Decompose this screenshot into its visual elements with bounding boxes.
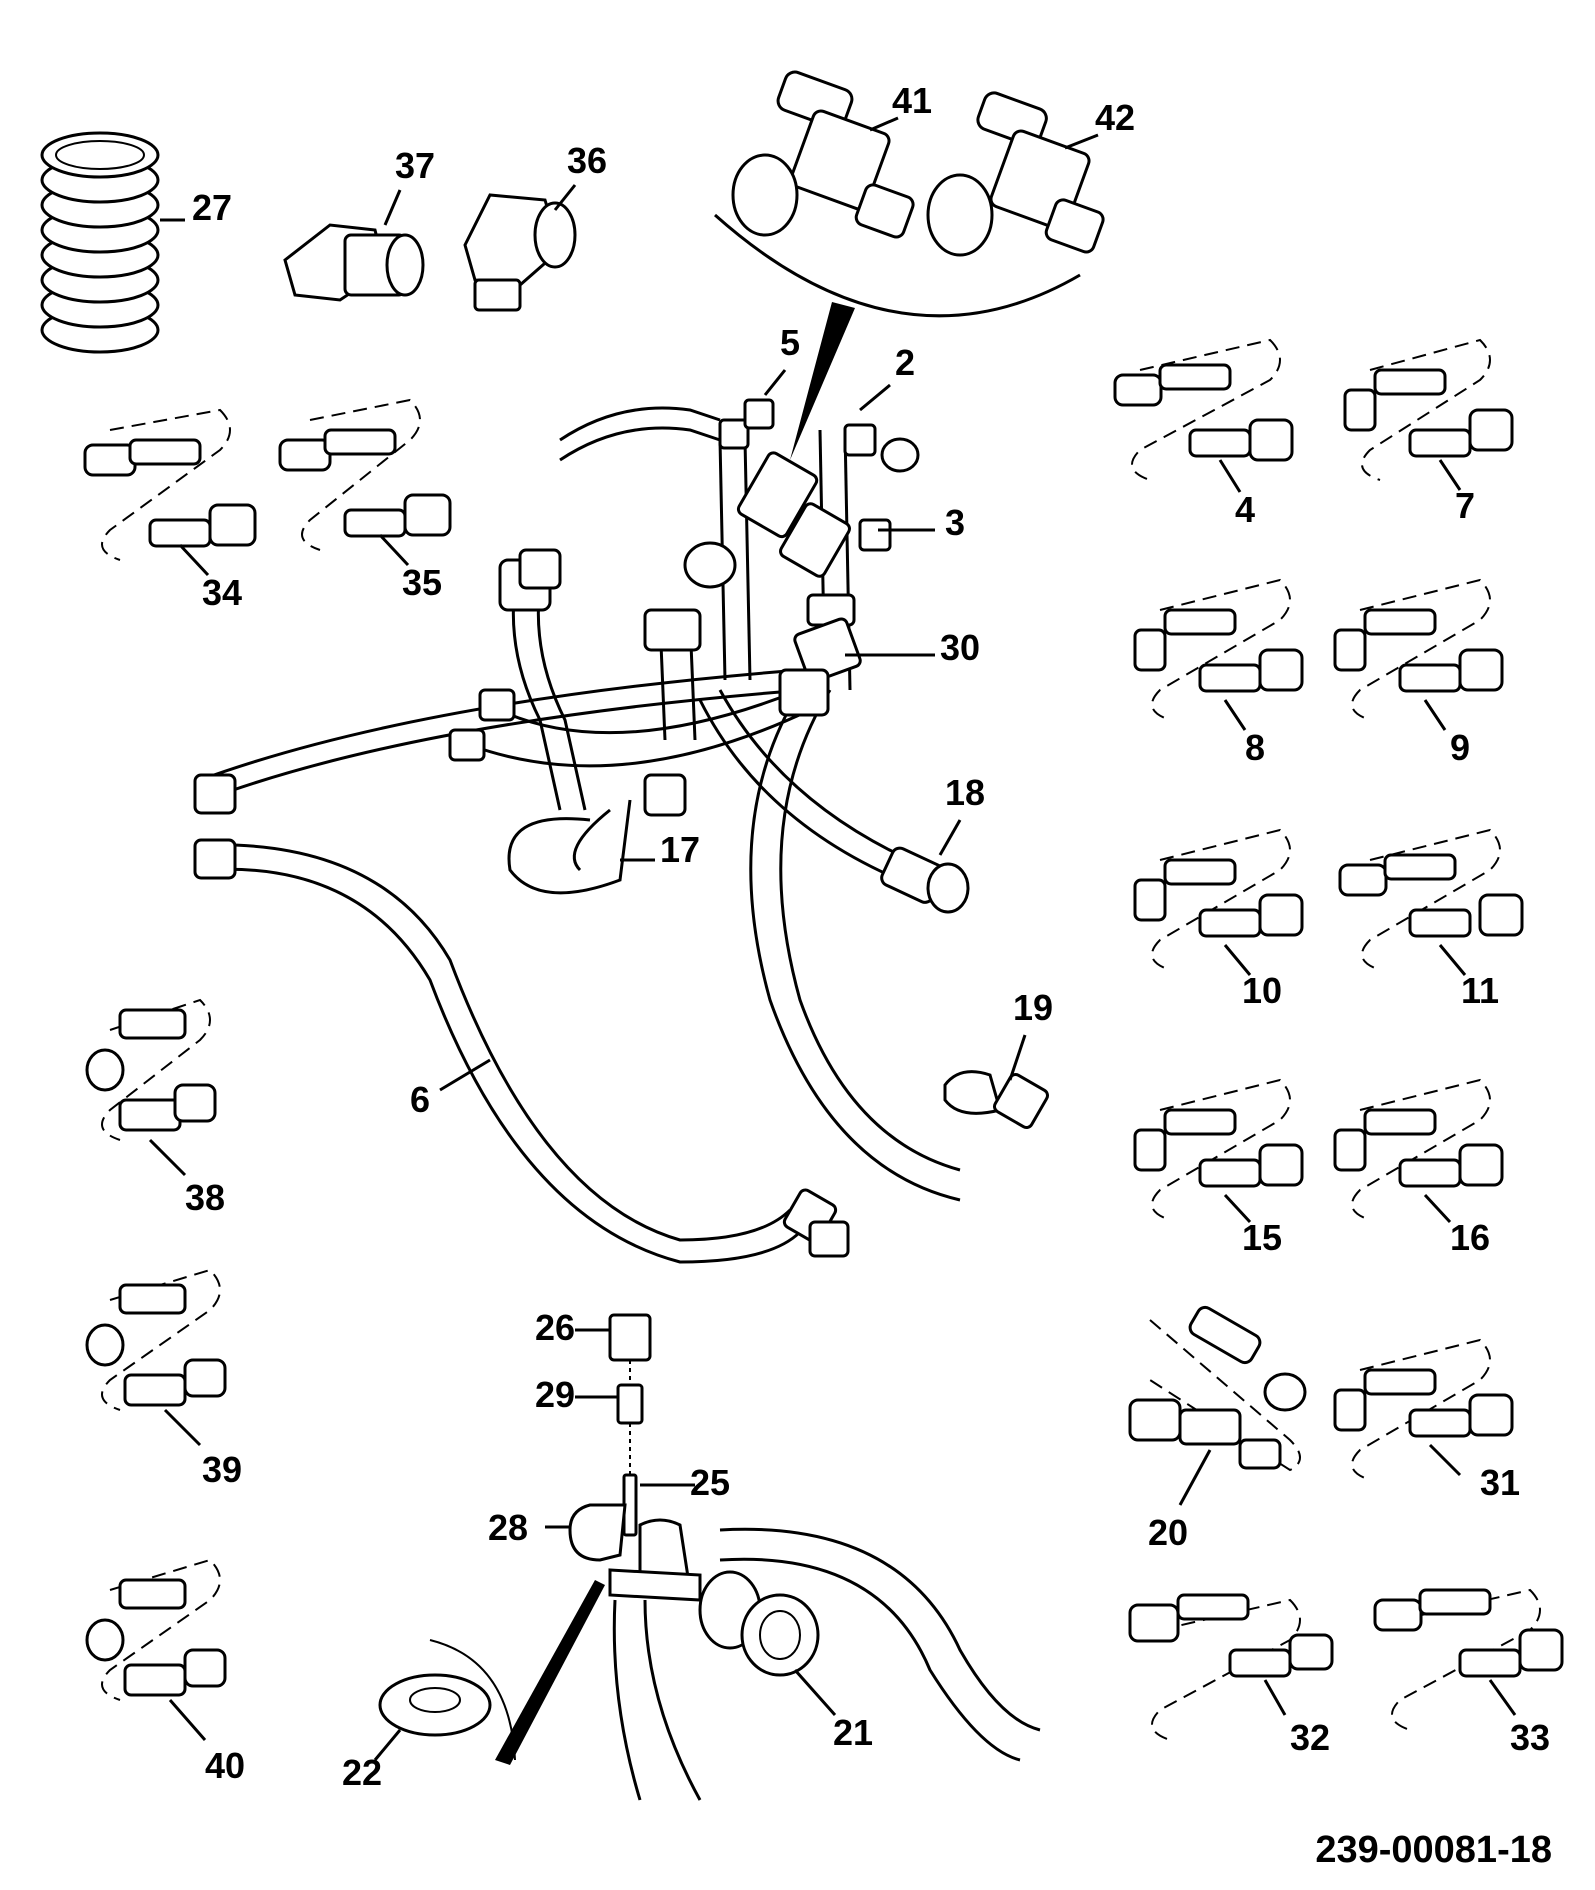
callout-33: 33 (1510, 1717, 1550, 1758)
callout-15: 15 (1242, 1217, 1282, 1258)
elbow-fitting-37 (283, 189, 425, 302)
callout-38: 38 (185, 1177, 225, 1218)
callout-22: 22 (342, 1752, 382, 1793)
callout-3: 3 (945, 502, 965, 543)
drawing-number: 239-00081-18 (1315, 1829, 1552, 1871)
main-hose-assembly (193, 369, 1049, 1264)
callout-21: 21 (833, 1712, 873, 1753)
callout-11: 11 (1461, 970, 1499, 1011)
tee-fitting-41 (731, 70, 915, 239)
callout-26: 26 (535, 1307, 575, 1348)
hose-assembly-20 (1128, 1305, 1307, 1506)
hose-assembly-31 (1333, 1338, 1514, 1481)
hose-assembly-34 (83, 408, 257, 577)
hose-assembly-33 (1373, 1588, 1564, 1731)
hose-assembly-10 (1133, 828, 1304, 976)
callout-5: 5 (780, 322, 800, 363)
callout-35: 35 (402, 562, 442, 603)
hose-pictograms (83, 338, 1564, 1741)
callout-32: 32 (1290, 1717, 1330, 1758)
callout-19: 19 (1013, 987, 1053, 1028)
callout-31: 31 (1480, 1462, 1520, 1503)
callout-36: 36 (567, 140, 607, 181)
hose-assembly-39 (85, 1268, 227, 1447)
hose-assembly-11 (1338, 828, 1524, 976)
callout-42: 42 (1095, 97, 1135, 138)
hose-assembly-35 (278, 398, 452, 567)
callout-17: 17 (660, 829, 700, 870)
callout-41: 41 (892, 80, 932, 121)
clamp-assembly (373, 1313, 1041, 1801)
callout-7: 7 (1455, 485, 1475, 526)
hose-assembly-40 (85, 1558, 227, 1741)
callout-9: 9 (1450, 727, 1470, 768)
callout-30: 30 (940, 627, 980, 668)
hose-assembly-15 (1133, 1078, 1304, 1224)
callout-2: 2 (895, 342, 915, 383)
hose-assembly-32 (1128, 1593, 1334, 1741)
spiral-guard-27 (40, 131, 185, 354)
hose-assembly-16 (1333, 1078, 1504, 1224)
callout-16: 16 (1450, 1217, 1490, 1258)
callout-18: 18 (945, 772, 985, 813)
callout-29: 29 (535, 1374, 575, 1415)
callout-34: 34 (202, 572, 242, 613)
callout-37: 37 (395, 145, 435, 186)
callout-4: 4 (1235, 489, 1255, 530)
hose-assembly-38 (85, 998, 217, 1177)
callout-20: 20 (1148, 1512, 1188, 1553)
detail-bubble (714, 213, 1081, 460)
callout-8: 8 (1245, 727, 1265, 768)
callout-25: 25 (690, 1462, 730, 1503)
callout-10: 10 (1242, 970, 1282, 1011)
callout-27: 27 (192, 187, 232, 228)
hose-assembly-7 (1343, 338, 1514, 491)
tee-fitting-42 (926, 91, 1105, 257)
hose-assembly-9 (1333, 578, 1504, 731)
hose-assembly-4 (1113, 338, 1294, 493)
callout-6: 6 (410, 1079, 430, 1120)
callout-labels: 2 3 4 5 6 7 8 9 10 11 15 16 17 18 19 20 … (185, 80, 1550, 1793)
hose-assembly-8 (1133, 578, 1304, 731)
elbow-fitting-36 (463, 184, 577, 312)
callout-40: 40 (205, 1745, 245, 1786)
callout-28: 28 (488, 1507, 528, 1548)
callout-39: 39 (202, 1449, 242, 1490)
